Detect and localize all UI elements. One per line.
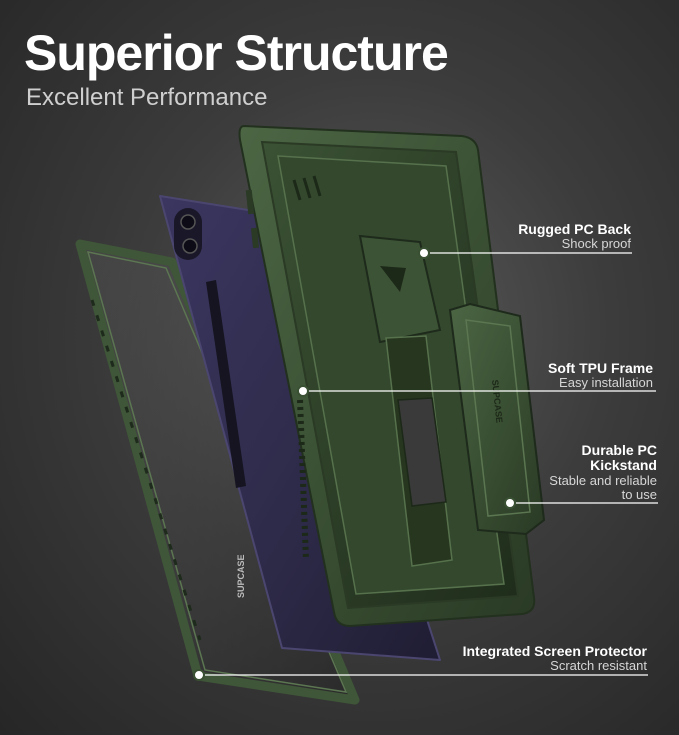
feature-subtitle: Scratch resistant: [550, 658, 647, 674]
headline-subtitle: Excellent Performance: [26, 84, 268, 111]
feature-title: Integrated Screen Protector: [462, 643, 647, 659]
kickstand: SUPCASE: [448, 302, 546, 536]
feature-kickstand: Durable PC Kickstand Stable and reliable…: [537, 442, 657, 503]
feature-title: Rugged PC Back: [518, 221, 631, 237]
feature-subtitle: Stable and reliable to use: [549, 472, 657, 503]
feature-subtitle: Shock proof: [561, 236, 631, 252]
brand-shield-icon: [380, 266, 406, 292]
feature-subtitle: Easy installation: [559, 375, 653, 391]
feature-screen-protector: Integrated Screen Protector Scratch resi…: [462, 643, 647, 674]
kickstand-logo-text: SUPCASE: [490, 379, 504, 423]
rugged-back-case: [238, 124, 536, 628]
feature-title: Durable PC Kickstand: [581, 442, 657, 474]
feature-tpu-frame: Soft TPU Frame Easy installation: [547, 360, 653, 391]
callout-lines: [193, 247, 658, 681]
s-pen-icon: [206, 280, 246, 488]
device-brand-text: SUPCASE: [236, 554, 246, 598]
headline-title: Superior Structure: [24, 25, 449, 81]
feature-title: Soft TPU Frame: [547, 360, 653, 376]
feature-rugged-back: Rugged PC Back Shock proof: [518, 221, 631, 252]
